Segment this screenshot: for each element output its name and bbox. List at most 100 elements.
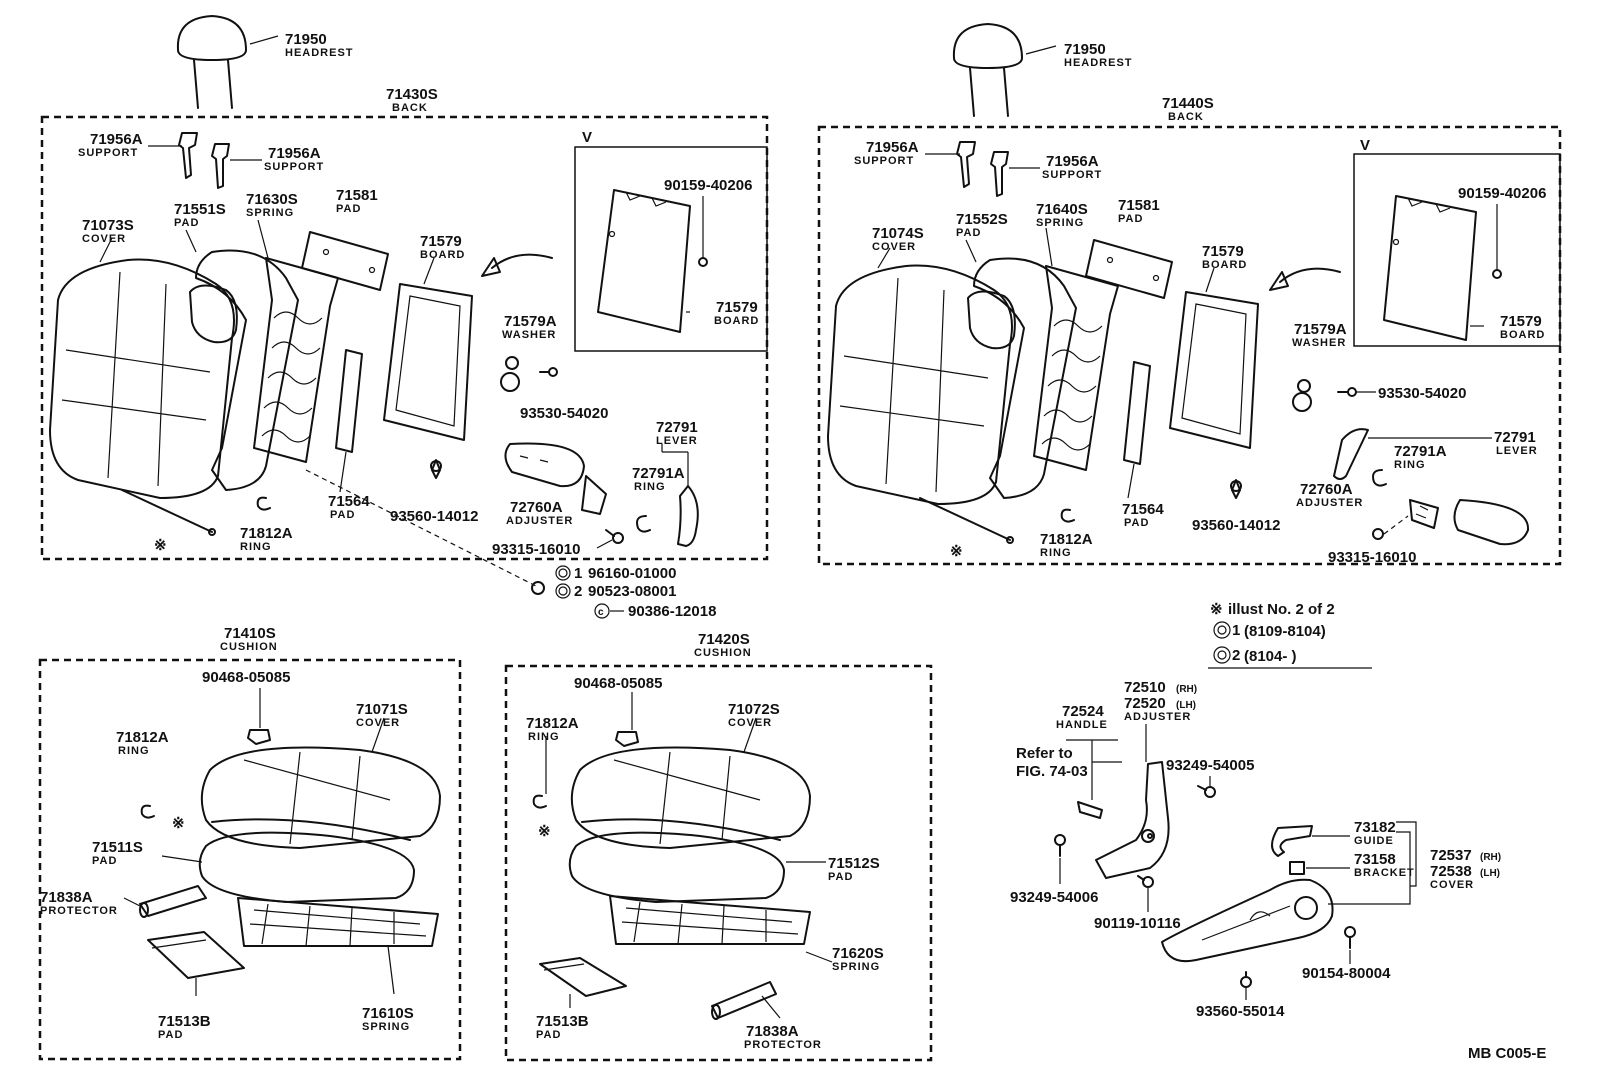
back-right-group-box — [817, 125, 1562, 566]
bolt-93315-right-drawing — [1372, 515, 1409, 540]
label-ring-72791a-left-name: RING — [634, 481, 666, 493]
pad-71564-right-drawing — [1123, 361, 1151, 465]
label-bracket-num: 73158 — [1354, 851, 1396, 868]
pad-71581-right-drawing — [1085, 239, 1173, 299]
label-view-left-name: BOARD — [714, 315, 759, 327]
note-illust-text: illust No. 2 of 2 — [1228, 601, 1335, 618]
label-pad-back-left-num: 71551S — [174, 201, 226, 218]
label-support-l1-name: SUPPORT — [78, 147, 138, 159]
wire-cushion-right-drawing — [581, 818, 781, 841]
label-protector-left-name: PROTECTOR — [40, 905, 118, 917]
label-view-right-name: BOARD — [1500, 329, 1545, 341]
bolt-93315-left-drawing — [605, 529, 624, 544]
label-adjuster-lh-name: ADJUSTER — [1124, 711, 1191, 723]
note-mark-2 — [1213, 646, 1231, 664]
clip-93560-left-drawing — [430, 459, 442, 479]
label-pad-71581-right-name: PAD — [1118, 213, 1143, 225]
label-guide-num: 73182 — [1354, 819, 1396, 836]
label-spring-cushion-left-num: 71610S — [362, 1005, 414, 1022]
ring-72791a-left-drawing — [636, 515, 651, 533]
label-pad-71564-right-num: 71564 — [1122, 501, 1164, 518]
label-pad-71581-left-name: PAD — [336, 203, 361, 215]
note-mark-1 — [1213, 621, 1231, 639]
washer-right-drawing — [1292, 379, 1312, 412]
label-support-l2-name: SUPPORT — [264, 161, 324, 173]
cover-seat-drawing — [1161, 878, 1334, 963]
label-screw-93249-b: 93249-54006 — [1010, 889, 1098, 906]
label-screw-93560-55: 93560-55014 — [1196, 1003, 1285, 1020]
label-pad-71513-left-num: 71513B — [158, 1013, 211, 1030]
cover-cushion-left-drawing — [200, 746, 441, 849]
spring-back-left-drawing — [253, 257, 339, 463]
label-cover-cushion-right-name: COVER — [728, 717, 772, 729]
label-support-r2-num: 71956A — [1046, 153, 1099, 170]
label-cover-lh-side: (LH) — [1480, 868, 1500, 879]
label-cover-back-right-name: COVER — [872, 241, 916, 253]
label-protector-left-num: 71838A — [40, 889, 93, 906]
footer-code: MB C005-E — [1468, 1045, 1546, 1062]
cushion-right-group-box — [504, 664, 933, 1062]
headrest-right-drawing — [952, 23, 1023, 117]
label-headrest-left-name: HEADREST — [285, 47, 354, 59]
pad-71513-right-drawing — [539, 957, 627, 997]
label-headrest-right-name: HEADREST — [1064, 57, 1133, 69]
pad-71513-left-drawing — [147, 931, 245, 979]
nut-drawing — [531, 581, 545, 595]
clip-90468-left-drawing — [247, 729, 271, 745]
label-screw-90154: 90154-80004 — [1302, 965, 1391, 982]
label-ring-cushion-right-num: 71812A — [526, 715, 579, 732]
label-adjuster-left-name: ADJUSTER — [506, 515, 573, 527]
label-view-left-screw: 90159-40206 — [664, 177, 752, 194]
label-board-left-name: BOARD — [420, 249, 465, 261]
ring-71812a-left-drawing — [256, 496, 271, 511]
label-spring-back-right-name: SPRING — [1036, 217, 1084, 229]
pad-71581-left-drawing — [301, 231, 389, 291]
spring-back-right-drawing — [1033, 265, 1119, 471]
label-protector-right-num: 71838A — [746, 1023, 799, 1040]
support-right-2-drawing — [990, 151, 1009, 197]
label-lever-left-num: 72791 — [656, 419, 698, 436]
bolt-90119-drawing — [1137, 875, 1154, 888]
label-nut-2-mark: 2 — [574, 583, 582, 600]
pad-cushion-right-drawing — [568, 831, 785, 903]
label-screw-93530-right: 93530-54020 — [1378, 385, 1466, 402]
label-pad-71513-left-name: PAD — [158, 1029, 183, 1041]
label-bolt-93315-left: 93315-16010 — [492, 541, 580, 558]
label-handle-num: 72524 — [1062, 703, 1104, 720]
label-ring-72791a-right-num: 72791A — [1394, 443, 1447, 460]
note-range2: (8104- ) — [1244, 648, 1297, 665]
label-ring-72791a-left-num: 72791A — [632, 465, 685, 482]
board-right-drawing — [1169, 291, 1259, 449]
label-pad-back-right-num: 71552S — [956, 211, 1008, 228]
view-v-right-box — [1353, 153, 1561, 347]
label-pad-cushion-right-name: PAD — [828, 871, 853, 883]
label-support-l2-num: 71956A — [268, 145, 321, 162]
label-adjuster-lh-num: 72520 — [1124, 695, 1166, 712]
label-board-right-name: BOARD — [1202, 259, 1247, 271]
mark-rod-right: ※ — [950, 543, 963, 560]
support-left-2-drawing — [211, 143, 230, 189]
screw-93249-a-drawing — [1197, 785, 1216, 798]
note-range1-mark: 1 — [1232, 622, 1240, 639]
screw-93530-left-drawing — [539, 367, 558, 377]
label-headrest-right-num: 71950 — [1064, 41, 1106, 58]
label-screw-93530-left: 93530-54020 — [520, 405, 608, 422]
spring-cushion-right-drawing — [609, 895, 811, 945]
label-washer-right-name: WASHER — [1292, 337, 1346, 349]
label-pad-71581-left-num: 71581 — [336, 187, 378, 204]
cover-cushion-right-drawing — [570, 746, 811, 849]
label-support-r1-name: SUPPORT — [854, 155, 914, 167]
label-ring-cushion-left-name: RING — [118, 745, 150, 757]
label-cushion-left-num: 71410S — [224, 625, 276, 642]
label-cover-rh-num: 72537 — [1430, 847, 1472, 864]
label-lever-left-name: LEVER — [656, 435, 698, 447]
board-left-drawing — [383, 283, 473, 441]
label-view-right-num: 71579 — [1500, 313, 1542, 330]
clip-90468-right-drawing — [615, 731, 639, 747]
label-ring-72791a-right-name: RING — [1394, 459, 1426, 471]
label-bracket-name: BRACKET — [1354, 867, 1415, 879]
label-bolt-93315-right: 93315-16010 — [1328, 549, 1416, 566]
label-lever-right-name: LEVER — [1496, 445, 1538, 457]
support-right-1-drawing — [956, 141, 976, 188]
cushion-left-group-box — [38, 658, 462, 1061]
